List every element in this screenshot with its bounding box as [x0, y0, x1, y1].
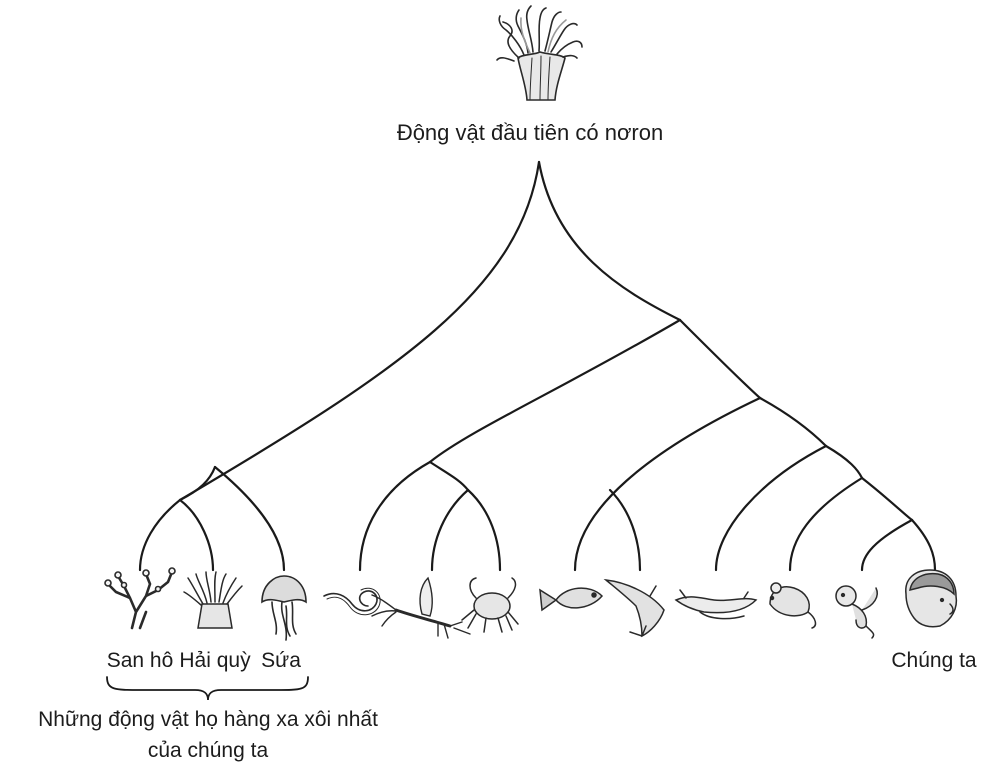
sea-anemone-icon: [184, 572, 242, 628]
branch-bilat-left: [430, 320, 680, 462]
branch-root-right: [539, 162, 680, 320]
leaf-label-human: Chúng ta: [891, 649, 977, 672]
shark-icon: [606, 580, 664, 636]
human-head-icon: [906, 570, 957, 627]
bracket-caption-line1: Những động vật họ hàng xa xôi nhất: [38, 708, 378, 731]
mayfly-icon: [372, 578, 470, 638]
bracket-caption-line2: của chúng ta: [148, 739, 269, 762]
worm-icon: [324, 588, 380, 615]
branch-fish-shark: [610, 490, 640, 570]
branch-amniotes: [826, 446, 862, 478]
branch-crab: [468, 490, 500, 570]
branch-anemone: [180, 500, 213, 570]
root-label: Động vật đầu tiên có nơron: [397, 120, 663, 145]
first-animal-icon: [497, 6, 582, 100]
cnidarian-brace: [107, 677, 308, 700]
eel-icon: [676, 590, 756, 619]
branch-monkey: [862, 520, 912, 570]
branch-eel: [716, 446, 826, 570]
leaf-label-anemone: Hải quỳ: [179, 649, 251, 672]
crab-icon: [462, 578, 518, 632]
fish-icon: [540, 588, 602, 610]
branch-bilat-right: [680, 320, 760, 398]
branch-fish-group: [575, 398, 760, 570]
leaf-label-coral: San hô: [107, 649, 174, 672]
tree-branches: [140, 162, 935, 570]
branch-worm: [360, 462, 430, 570]
branch-root-left: [180, 162, 539, 500]
branch-mouse: [790, 478, 862, 570]
mouse-icon: [770, 583, 815, 628]
branch-primates: [862, 478, 912, 520]
branch-mayfly: [432, 490, 468, 570]
jellyfish-icon: [262, 576, 306, 640]
branch-tetrapods: [760, 398, 826, 446]
branch-arthropods: [430, 462, 468, 490]
leaf-label-jellyfish: Sứa: [261, 649, 301, 672]
monkey-icon: [836, 586, 877, 638]
branch-cnid-coral: [140, 500, 180, 570]
branch-jellyfish: [215, 467, 284, 570]
coral-icon: [105, 568, 175, 628]
branch-human: [912, 520, 935, 570]
